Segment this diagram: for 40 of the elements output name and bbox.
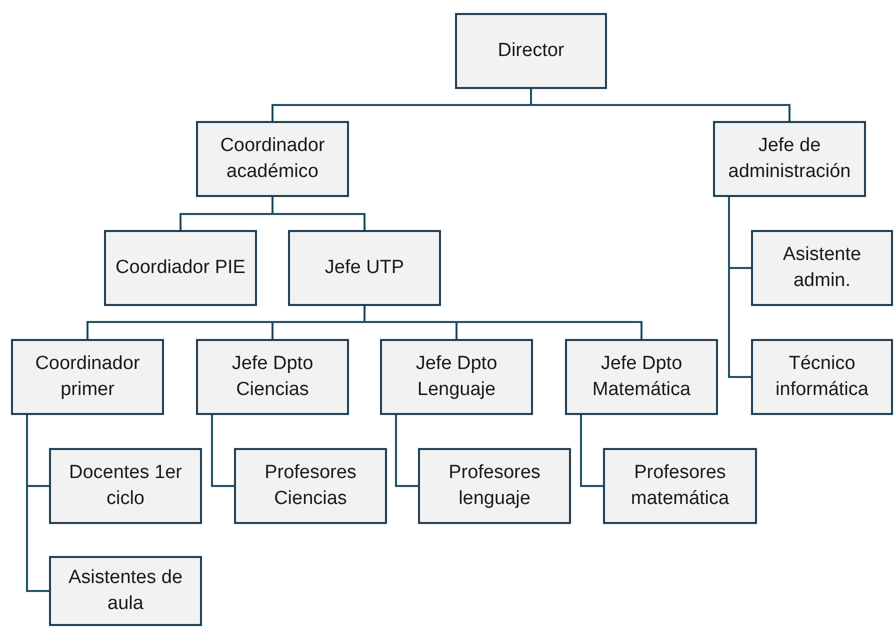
- role-box: [196, 339, 349, 415]
- role-box: [11, 339, 164, 415]
- role-label: Jefe Dpto Lenguaje: [414, 352, 498, 402]
- role-label: Profesores matemática: [630, 461, 730, 511]
- role-label: Jefe UTP: [324, 256, 404, 280]
- role-label: Coordinador primer: [34, 352, 141, 402]
- role-label: Jefe Dpto Matemática: [591, 352, 692, 402]
- role-label: Docentes 1er ciclo: [68, 461, 183, 511]
- role-label: Coordiador PIE: [116, 256, 246, 280]
- role-box: [288, 230, 441, 306]
- role-label: Jefe Dpto Ciencias: [230, 352, 314, 402]
- role-box: [455, 13, 607, 89]
- connector-line: [580, 415, 603, 487]
- role-box: [104, 230, 257, 306]
- role-box: [49, 448, 202, 524]
- connector-line: [364, 306, 642, 339]
- role-box: [751, 339, 893, 415]
- role-box: [565, 339, 718, 415]
- role-label: Profesores Ciencias: [264, 461, 358, 511]
- role-label: Profesores lenguaje: [448, 461, 542, 511]
- role-box: [603, 448, 757, 524]
- role-label: Asistentes de aula: [67, 566, 184, 616]
- role-label: Director: [498, 39, 564, 64]
- connector-line: [728, 197, 751, 378]
- role-label: Asistente admin.: [782, 243, 862, 293]
- role-label: Jefe de administración: [727, 134, 852, 184]
- role-box: [234, 448, 387, 524]
- connector-line: [211, 415, 234, 487]
- connector-line: [530, 89, 790, 121]
- connector-line: [272, 197, 366, 230]
- role-box: [418, 448, 571, 524]
- role-box: [196, 121, 349, 197]
- role-label: Técnico informática: [774, 352, 870, 402]
- role-box: [713, 121, 866, 197]
- connector-line: [26, 415, 49, 592]
- role-label: Coordinador académico: [219, 134, 326, 184]
- role-box: [751, 230, 893, 306]
- role-box: [380, 339, 533, 415]
- connector-line: [395, 415, 418, 487]
- role-box: [49, 556, 202, 626]
